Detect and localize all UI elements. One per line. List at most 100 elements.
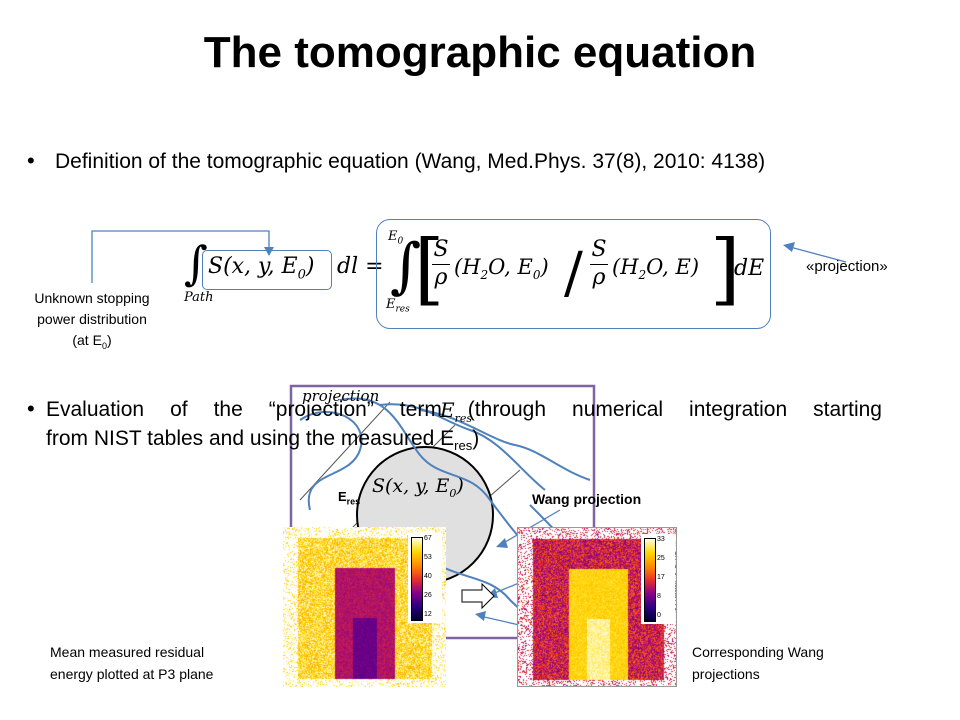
proton-path-3	[379, 403, 546, 491]
diagram-eres-label-text: E	[338, 489, 347, 504]
upper-limit: E0	[388, 229, 403, 247]
left-bracket: [	[414, 224, 445, 314]
diagram-s-label: S(x, y, E0)	[372, 475, 464, 500]
bullet-evaluation-sub: res	[454, 438, 473, 454]
diagram-eres-math-sub: res	[454, 412, 473, 425]
caption-left-line-1: Mean measured residual	[50, 644, 205, 660]
diagram-eres-math: Eres	[440, 398, 472, 425]
right-bracket: ]	[710, 224, 741, 314]
arrow-head-1	[496, 538, 508, 548]
left-label-line-2: power distribution	[37, 311, 147, 327]
right-arrow-icon	[461, 582, 495, 610]
dE: dE	[734, 256, 765, 281]
arg1-e: )	[540, 255, 549, 279]
bullet-definition: Definition of the tomographic equation (…	[55, 150, 766, 173]
right-colorbar-tick-5: 0	[657, 612, 661, 619]
equation-lhs: ∫ Path S(x, y, E0) dl =	[180, 236, 384, 310]
caption-right: Corresponding Wang projections	[692, 641, 824, 685]
diagram-s-sub: 0	[449, 486, 457, 500]
left-colorbar-tick-4: 26	[424, 592, 432, 599]
integrand-close: )	[305, 254, 315, 279]
lower-limit-sub: res	[395, 304, 410, 315]
argument-1: (H2O, E0)	[454, 255, 549, 282]
right-colorbar	[644, 538, 656, 622]
arg1-c: O, E	[488, 255, 533, 279]
left-label-line-1: Unknown stopping	[34, 290, 150, 306]
upper-limit-text: E	[388, 229, 398, 244]
diagram-s-close: )	[456, 475, 464, 497]
bullet-evaluation-line-1: Evaluation of the “projection” term (thr…	[46, 398, 882, 421]
left-colorbar-tick-5: 12	[424, 611, 432, 618]
integrand-text: S(x, y, E	[208, 254, 298, 279]
left-colorbar	[411, 537, 423, 621]
right-colorbar-tick-2: 25	[657, 555, 665, 562]
projection-tag-word: projection	[814, 258, 880, 275]
integrand-highlight-box	[202, 250, 332, 290]
proton-path-4	[419, 409, 591, 481]
arg2-a: (H	[612, 255, 639, 279]
equation-rhs: E0 ∫ Eres [ S ρ (H2O, E0) / S ρ (H2O, E)…	[376, 219, 769, 327]
left-label-line-3-sub: 0	[101, 340, 107, 351]
integral-sign: ∫	[184, 236, 208, 290]
caption-right-line-2: projections	[692, 666, 760, 682]
caption-left-line-2: energy plotted at P3 plane	[50, 666, 214, 682]
fraction-2-denominator: ρ	[592, 265, 606, 290]
diagram-eres-label: Eres	[338, 489, 360, 507]
fraction-2-numerator: S	[591, 237, 607, 262]
left-label-line-3-text: (at E	[72, 332, 102, 348]
bullet-marker: •	[27, 148, 35, 173]
proton-path-1	[299, 410, 363, 511]
fraction-2: S ρ	[590, 237, 608, 290]
lower-limit-text: E	[386, 297, 396, 312]
dl-equals: dl =	[337, 254, 384, 279]
division-slash: /	[564, 241, 583, 306]
projection-tag-open: «	[806, 258, 815, 275]
projection-tag: «projection»	[806, 258, 888, 275]
bullet-evaluation-text: from NIST tables and using the measured …	[46, 427, 455, 450]
projection-term-box	[376, 219, 771, 329]
arg1-d: 0	[532, 268, 541, 283]
arg2-b: 2	[638, 268, 647, 283]
residual-energy-map: 67 53 40 26 12	[283, 527, 446, 687]
arrow-head-3	[475, 611, 486, 621]
diagram-projection-word: projection	[302, 387, 380, 405]
rhs-integral-sign: ∫	[390, 231, 422, 301]
fraction-1-denominator: ρ	[434, 265, 448, 290]
proton-path-2	[339, 397, 541, 561]
left-colorbar-tick-1: 67	[424, 535, 432, 542]
right-colorbar-tick-1: 33	[657, 536, 665, 543]
arg2-c: O, E)	[646, 255, 700, 279]
unknown-stopping-power-label: Unknown stopping power distribution (at …	[12, 288, 172, 357]
fraction-1: S ρ	[432, 237, 450, 290]
left-label-line-3: (at E0)	[12, 330, 172, 357]
argument-2: (H2O, E)	[612, 255, 699, 282]
projection-tag-close: »	[879, 258, 888, 275]
bullet-evaluation-close: )	[472, 427, 480, 450]
diagram-s-text: S(x, y, E	[372, 475, 450, 497]
lower-limit: Eres	[386, 297, 410, 315]
right-colorbar-tick-3: 17	[657, 574, 665, 581]
slide-title: The tomographic equation	[203, 28, 757, 77]
wang-projection-map: 33 25 17 8 0	[517, 527, 677, 687]
bullet-evaluation-line-2: from NIST tables and using the measured …	[46, 425, 479, 460]
fraction-1-bar	[432, 264, 450, 265]
caption-right-line-1: Corresponding Wang	[692, 644, 824, 660]
path-lower-limit: Path	[184, 290, 214, 305]
caption-left: Mean measured residual energy plotted at…	[50, 641, 213, 685]
left-colorbar-tick-2: 53	[424, 554, 432, 561]
arg1-b: 2	[480, 268, 489, 283]
left-label-line-3-close: )	[106, 332, 112, 348]
diagram-eres-label-sub: res	[346, 496, 361, 507]
fraction-1-numerator: S	[433, 237, 449, 262]
upper-limit-sub: 0	[397, 236, 404, 247]
fraction-2-bar	[590, 264, 608, 265]
bullet-marker: •	[27, 396, 35, 421]
right-colorbar-tick-4: 8	[657, 593, 661, 600]
left-colorbar-tick-3: 40	[424, 573, 432, 580]
diagram-eres-math-text: E	[440, 398, 455, 422]
arg1-a: (H	[454, 255, 481, 279]
wang-projection-label: Wang projection	[532, 491, 642, 507]
integrand-subscript: 0	[297, 267, 306, 283]
integrand-expression: S(x, y, E0)	[208, 254, 314, 282]
